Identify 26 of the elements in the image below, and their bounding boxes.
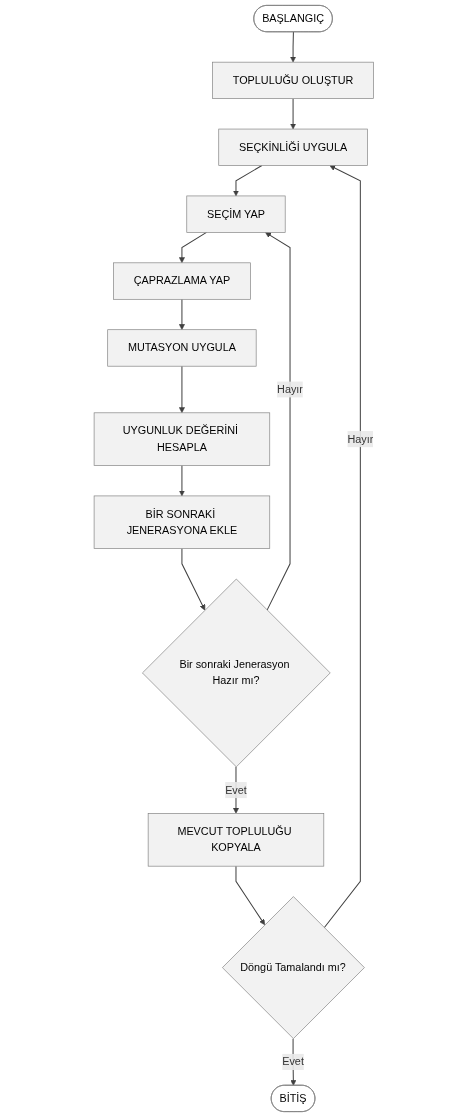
arrow xyxy=(178,465,185,497)
arrow xyxy=(181,548,205,611)
arrow xyxy=(232,165,263,197)
arrow xyxy=(178,231,207,264)
arrow xyxy=(178,365,185,414)
arrow xyxy=(178,298,185,330)
edge-label: Evet xyxy=(224,784,247,796)
node-box: TOPLULUĞU OLUŞTUR xyxy=(211,61,374,99)
node-box: BİR SONRAKİ JENERASYONA EKLE xyxy=(93,495,270,549)
arrow xyxy=(264,232,291,611)
node-box: ÇAPRAZLAMA YAP xyxy=(112,262,251,300)
edge-label: Hayır xyxy=(276,383,303,395)
node-diamond: Bir sonraki Jenerasyon Hazır mı? xyxy=(141,578,331,768)
arrow xyxy=(235,865,265,926)
node-box: UYGUNLUK DEĞERİNİ HESAPLA xyxy=(93,412,270,466)
node-box: SEÇİM YAP xyxy=(186,195,286,233)
arrow xyxy=(323,165,361,929)
arrow xyxy=(290,1038,296,1086)
node-box: MUTASYON UYGULA xyxy=(107,329,257,367)
node-box: MEVCUT TOPLULUĞU KOPYALA xyxy=(147,813,324,867)
arrow xyxy=(289,98,296,130)
edge-label: Evet xyxy=(281,1055,304,1068)
node-diamond: Döngü Tamalandı mı? xyxy=(221,896,365,1039)
node-box: SEÇKİNLİĞİ UYGULA xyxy=(218,128,368,166)
edge-label: Hayır xyxy=(347,433,373,445)
arrow xyxy=(289,31,296,63)
